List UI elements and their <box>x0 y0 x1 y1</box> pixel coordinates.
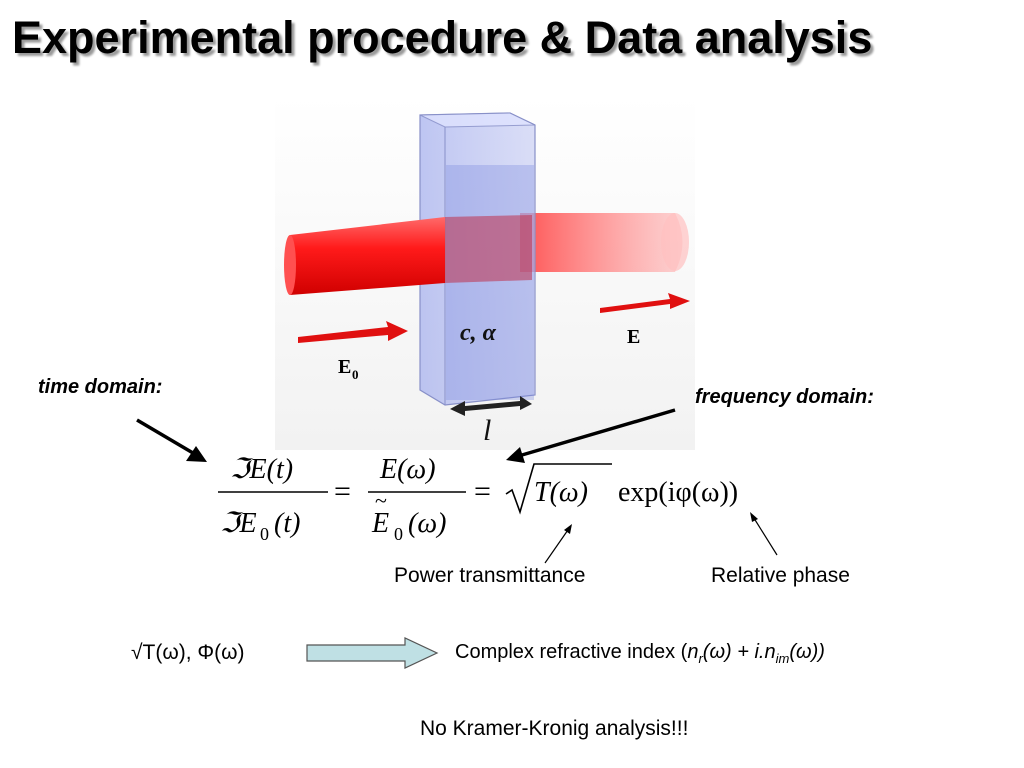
eq-denominator-1: ℑE <box>220 508 257 539</box>
eq-exp-term: exp(iφ(ω)) <box>618 477 738 508</box>
kramer-kronig-note: No Kramer-Kronig analysis!!! <box>420 717 689 740</box>
eq-denominator-2: E <box>371 508 389 539</box>
transmitted-arrow <box>600 293 690 313</box>
time-domain-label: time domain: <box>38 376 163 398</box>
incident-arrow <box>298 321 408 343</box>
incident-field-subscript: 0 <box>352 367 359 382</box>
transfer-function-equation: ℑE(t) ℑE 0 (t) = E(ω) E ~ 0 (ω) = T(ω) e… <box>218 454 738 544</box>
transmittance-phase-input: √T(ω), Φ(ω) <box>131 641 245 664</box>
eq-denominator-1-sub: 0 <box>260 524 269 544</box>
thickness-label: l <box>483 414 491 447</box>
complex-refractive-index-label: Complex refractive index (nr(ω) + i.nim(… <box>455 641 825 666</box>
power-transmittance-label: Power transmittance <box>394 564 586 587</box>
thickness-arrow <box>450 396 532 416</box>
transmitted-field-label: E <box>627 326 640 348</box>
incident-field-label: E <box>338 356 351 378</box>
relative-phase-label: Relative phase <box>711 564 850 587</box>
incident-beam <box>290 217 445 295</box>
eq-equals-2: = <box>474 475 491 508</box>
frequency-domain-arrow <box>506 447 525 463</box>
eq-sqrt-argument: T(ω) <box>534 477 588 508</box>
eq-denominator-1-tail: (t) <box>274 508 300 539</box>
frequency-domain-label: frequency domain: <box>695 386 874 408</box>
eq-denominator-2-sub: 0 <box>394 524 403 544</box>
conversion-arrow <box>306 637 439 669</box>
cuvette-beam-illustration: E 0 E c, α l <box>275 95 695 450</box>
eq-numerator-1: ℑE(t) <box>230 454 293 485</box>
time-domain-arrow <box>186 446 207 462</box>
eq-numerator-2: E(ω) <box>379 454 436 485</box>
eq-tilde: ~ <box>375 488 387 513</box>
slide-title: Experimental procedure & Data analysis <box>12 12 873 63</box>
eq-equals-1: = <box>334 475 351 508</box>
sample-params-label: c, α <box>460 320 497 346</box>
transmitted-beam <box>520 213 683 272</box>
eq-denominator-2-tail: (ω) <box>408 508 446 539</box>
sqrt-sign <box>505 463 612 515</box>
